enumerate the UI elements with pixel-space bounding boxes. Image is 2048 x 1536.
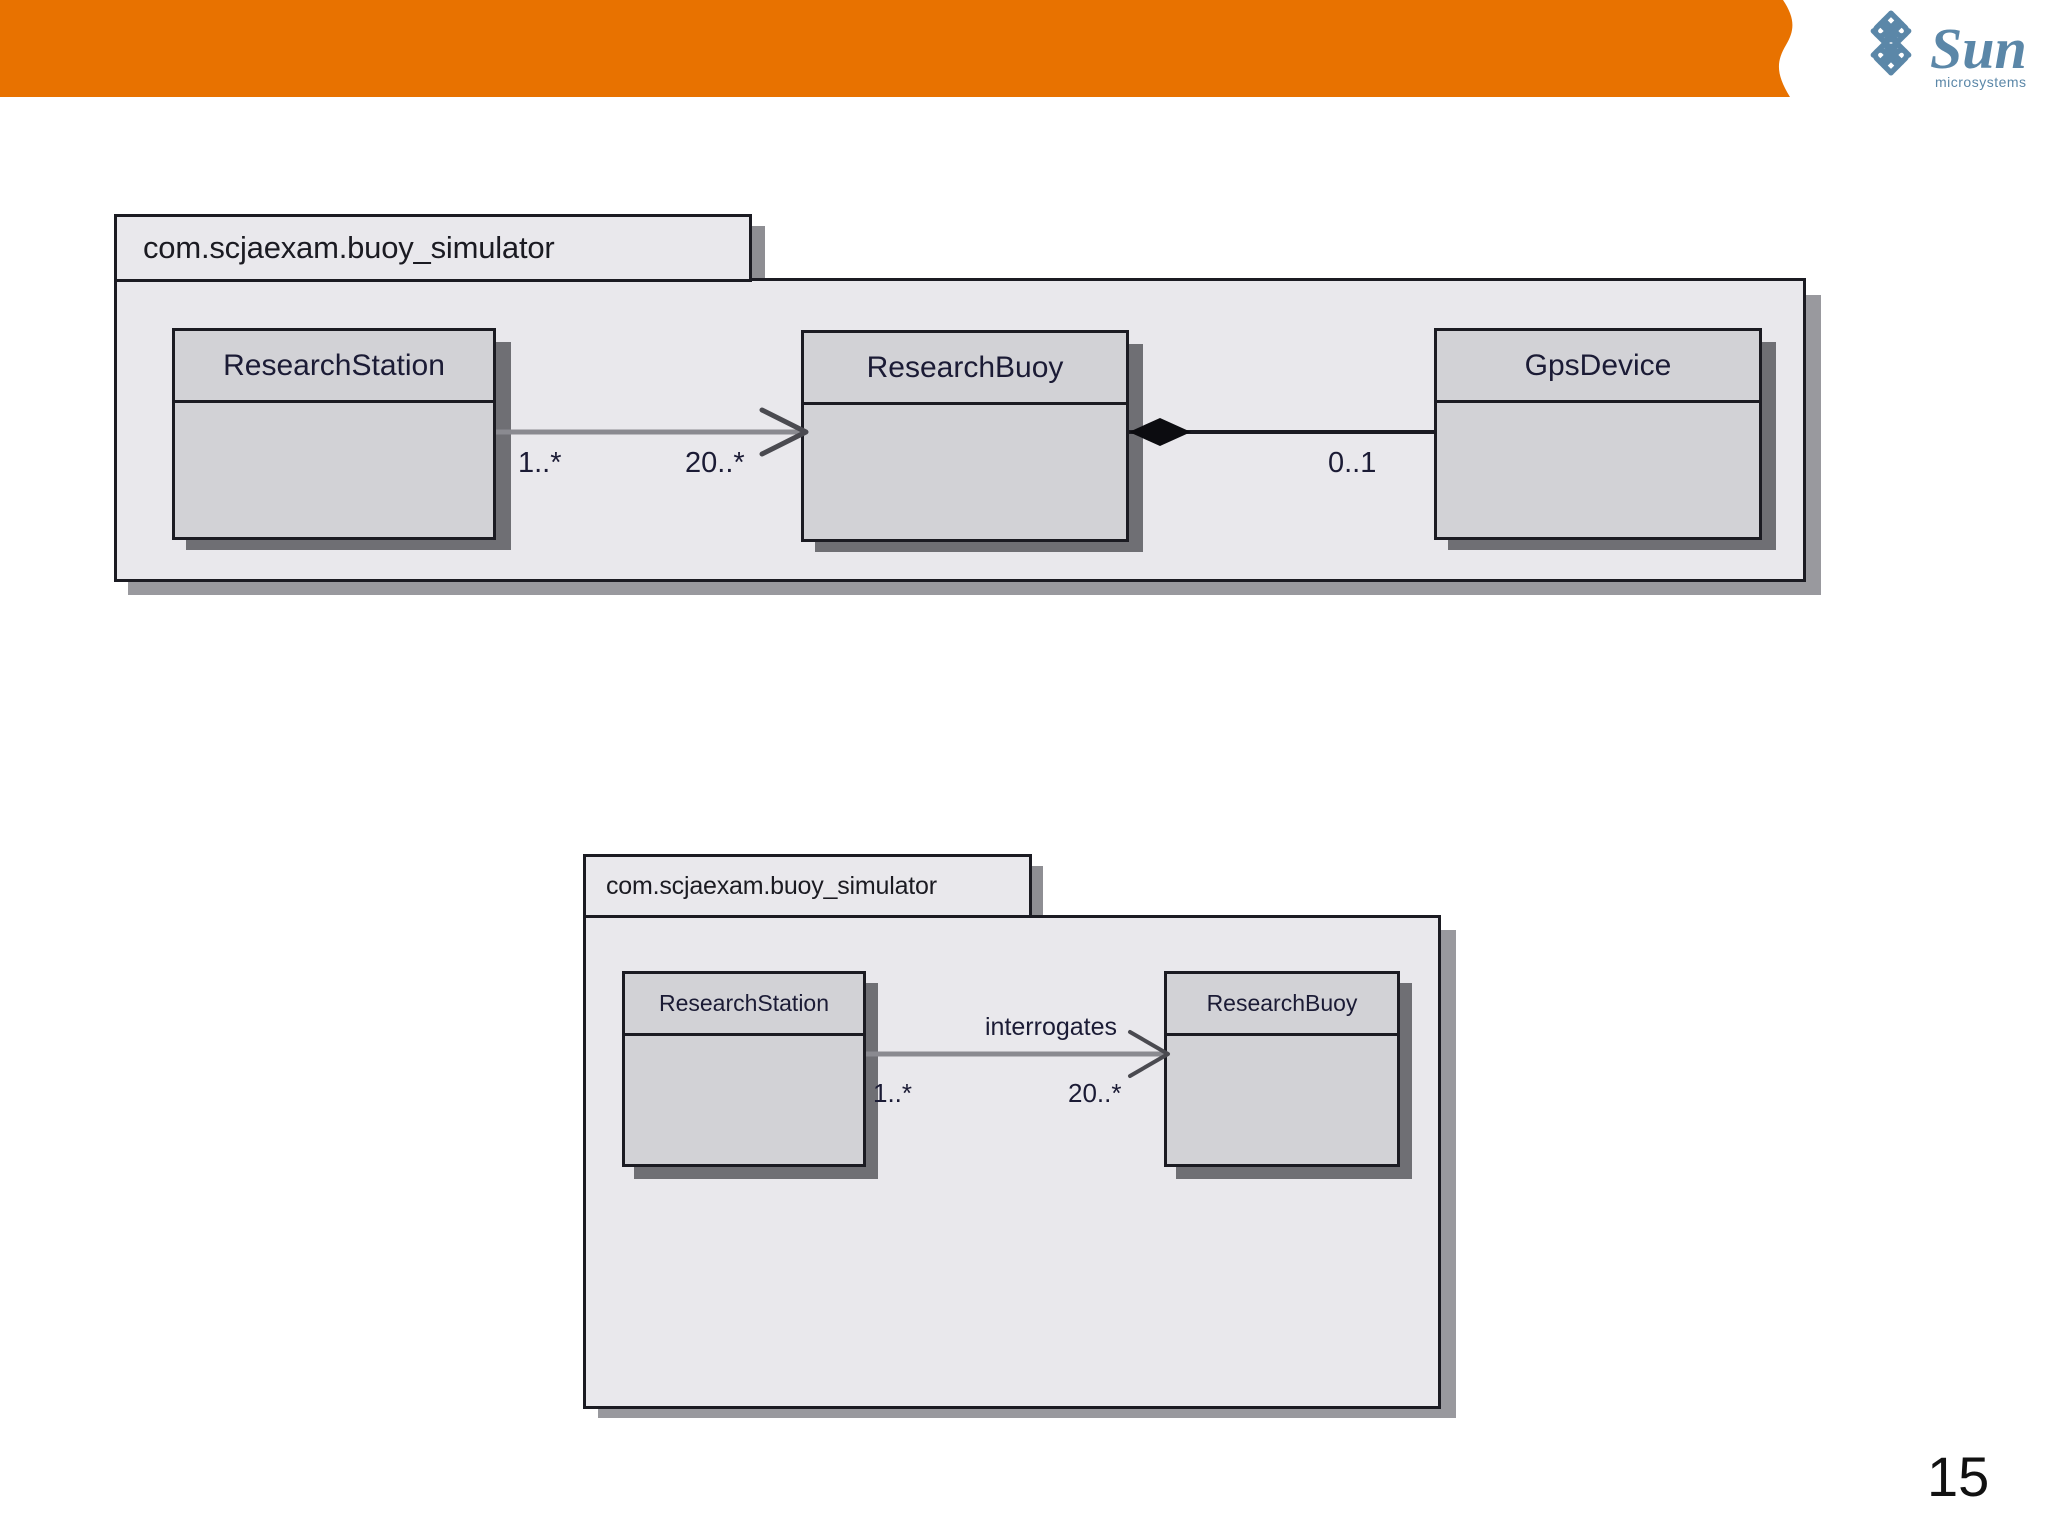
class-name-research-station: ResearchStation <box>175 331 493 403</box>
package-tab: com.scjaexam.buoy_simulator <box>114 214 752 282</box>
package-tab-shadow <box>1032 866 1043 918</box>
class-attributes-compartment <box>1437 403 1759 537</box>
class-name-gps-device: GpsDevice <box>1437 331 1759 403</box>
multiplicity-station-side-bottom: 1..* <box>873 1078 913 1108</box>
class-box-research-station[interactable]: ResearchStation <box>622 971 866 1167</box>
page-number: 15 <box>1927 1445 1990 1508</box>
class-box-gps-device[interactable]: GpsDevice <box>1434 328 1762 540</box>
multiplicity-buoy-side-bottom: 20..* <box>1068 1078 1122 1108</box>
class-box-research-buoy[interactable]: ResearchBuoy <box>1164 971 1400 1167</box>
package-name-label: com.scjaexam.buoy_simulator <box>143 230 555 265</box>
sun-wordmark: Sun <box>1930 16 2027 81</box>
multiplicity-station-side-top: 1..* <box>518 447 562 479</box>
association-label-interrogates: interrogates <box>985 1013 1118 1041</box>
sun-microsystems-logo: Sun microsystems <box>1858 10 2033 92</box>
class-attributes-compartment <box>804 405 1126 539</box>
multiplicity-gps-side-top: 0..1 <box>1328 447 1377 479</box>
sun-tagline: microsystems <box>1935 74 2027 90</box>
class-box-research-station[interactable]: ResearchStation <box>172 328 496 540</box>
header-orange-banner <box>0 0 1830 97</box>
class-box-research-buoy[interactable]: ResearchBuoy <box>801 330 1129 542</box>
package-tab-shadow <box>752 226 765 282</box>
multiplicity-buoy-side-top: 20..* <box>685 447 745 479</box>
class-name-research-buoy: ResearchBuoy <box>1167 974 1397 1036</box>
class-attributes-compartment <box>625 1036 863 1164</box>
class-name-research-station: ResearchStation <box>625 974 863 1036</box>
class-attributes-compartment <box>1167 1036 1397 1164</box>
package-name-label: com.scjaexam.buoy_simulator <box>606 871 937 900</box>
package-tab: com.scjaexam.buoy_simulator <box>583 854 1032 918</box>
class-name-research-buoy: ResearchBuoy <box>804 333 1126 405</box>
class-attributes-compartment <box>175 403 493 537</box>
